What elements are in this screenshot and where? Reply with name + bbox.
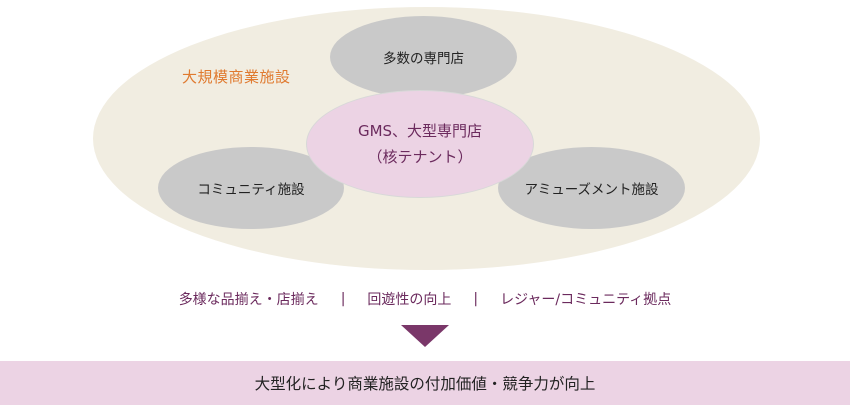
core-tenant-bubble: GMS、大型専門店 （核テナント） <box>306 90 534 198</box>
feature-item: 回遊性の向上 <box>367 292 452 308</box>
large-commercial-facility-label: 大規模商業施設 <box>182 68 291 86</box>
conclusion-text: 大型化により商業施設の付加価値・競争力が向上 <box>254 375 596 393</box>
amusement-facility-label: アミューズメント施設 <box>524 182 659 198</box>
down-arrow-icon <box>401 325 449 347</box>
specialty-stores-bubble: 多数の専門店 <box>330 16 517 98</box>
amusement-facility-bubble: アミューズメント施設 <box>498 147 685 229</box>
core-tenant-line2: （核テナント） <box>367 148 473 166</box>
core-tenant-line1: GMS、大型専門店 <box>357 122 483 140</box>
feature-item: 多様な品揃え・店揃え <box>178 292 319 308</box>
features-row: 多様な品揃え・店揃え | 回遊性の向上 | レジャー/コミュニティ拠点 <box>0 289 850 309</box>
feature-separator: | <box>473 291 479 307</box>
feature-separator: | <box>340 291 346 307</box>
feature-item: レジャー/コミュニティ拠点 <box>500 292 672 308</box>
conclusion-banner: 大型化により商業施設の付加価値・競争力が向上 <box>0 361 850 405</box>
specialty-stores-label: 多数の専門店 <box>383 51 464 67</box>
community-facility-label: コミュニティ施設 <box>197 182 305 198</box>
